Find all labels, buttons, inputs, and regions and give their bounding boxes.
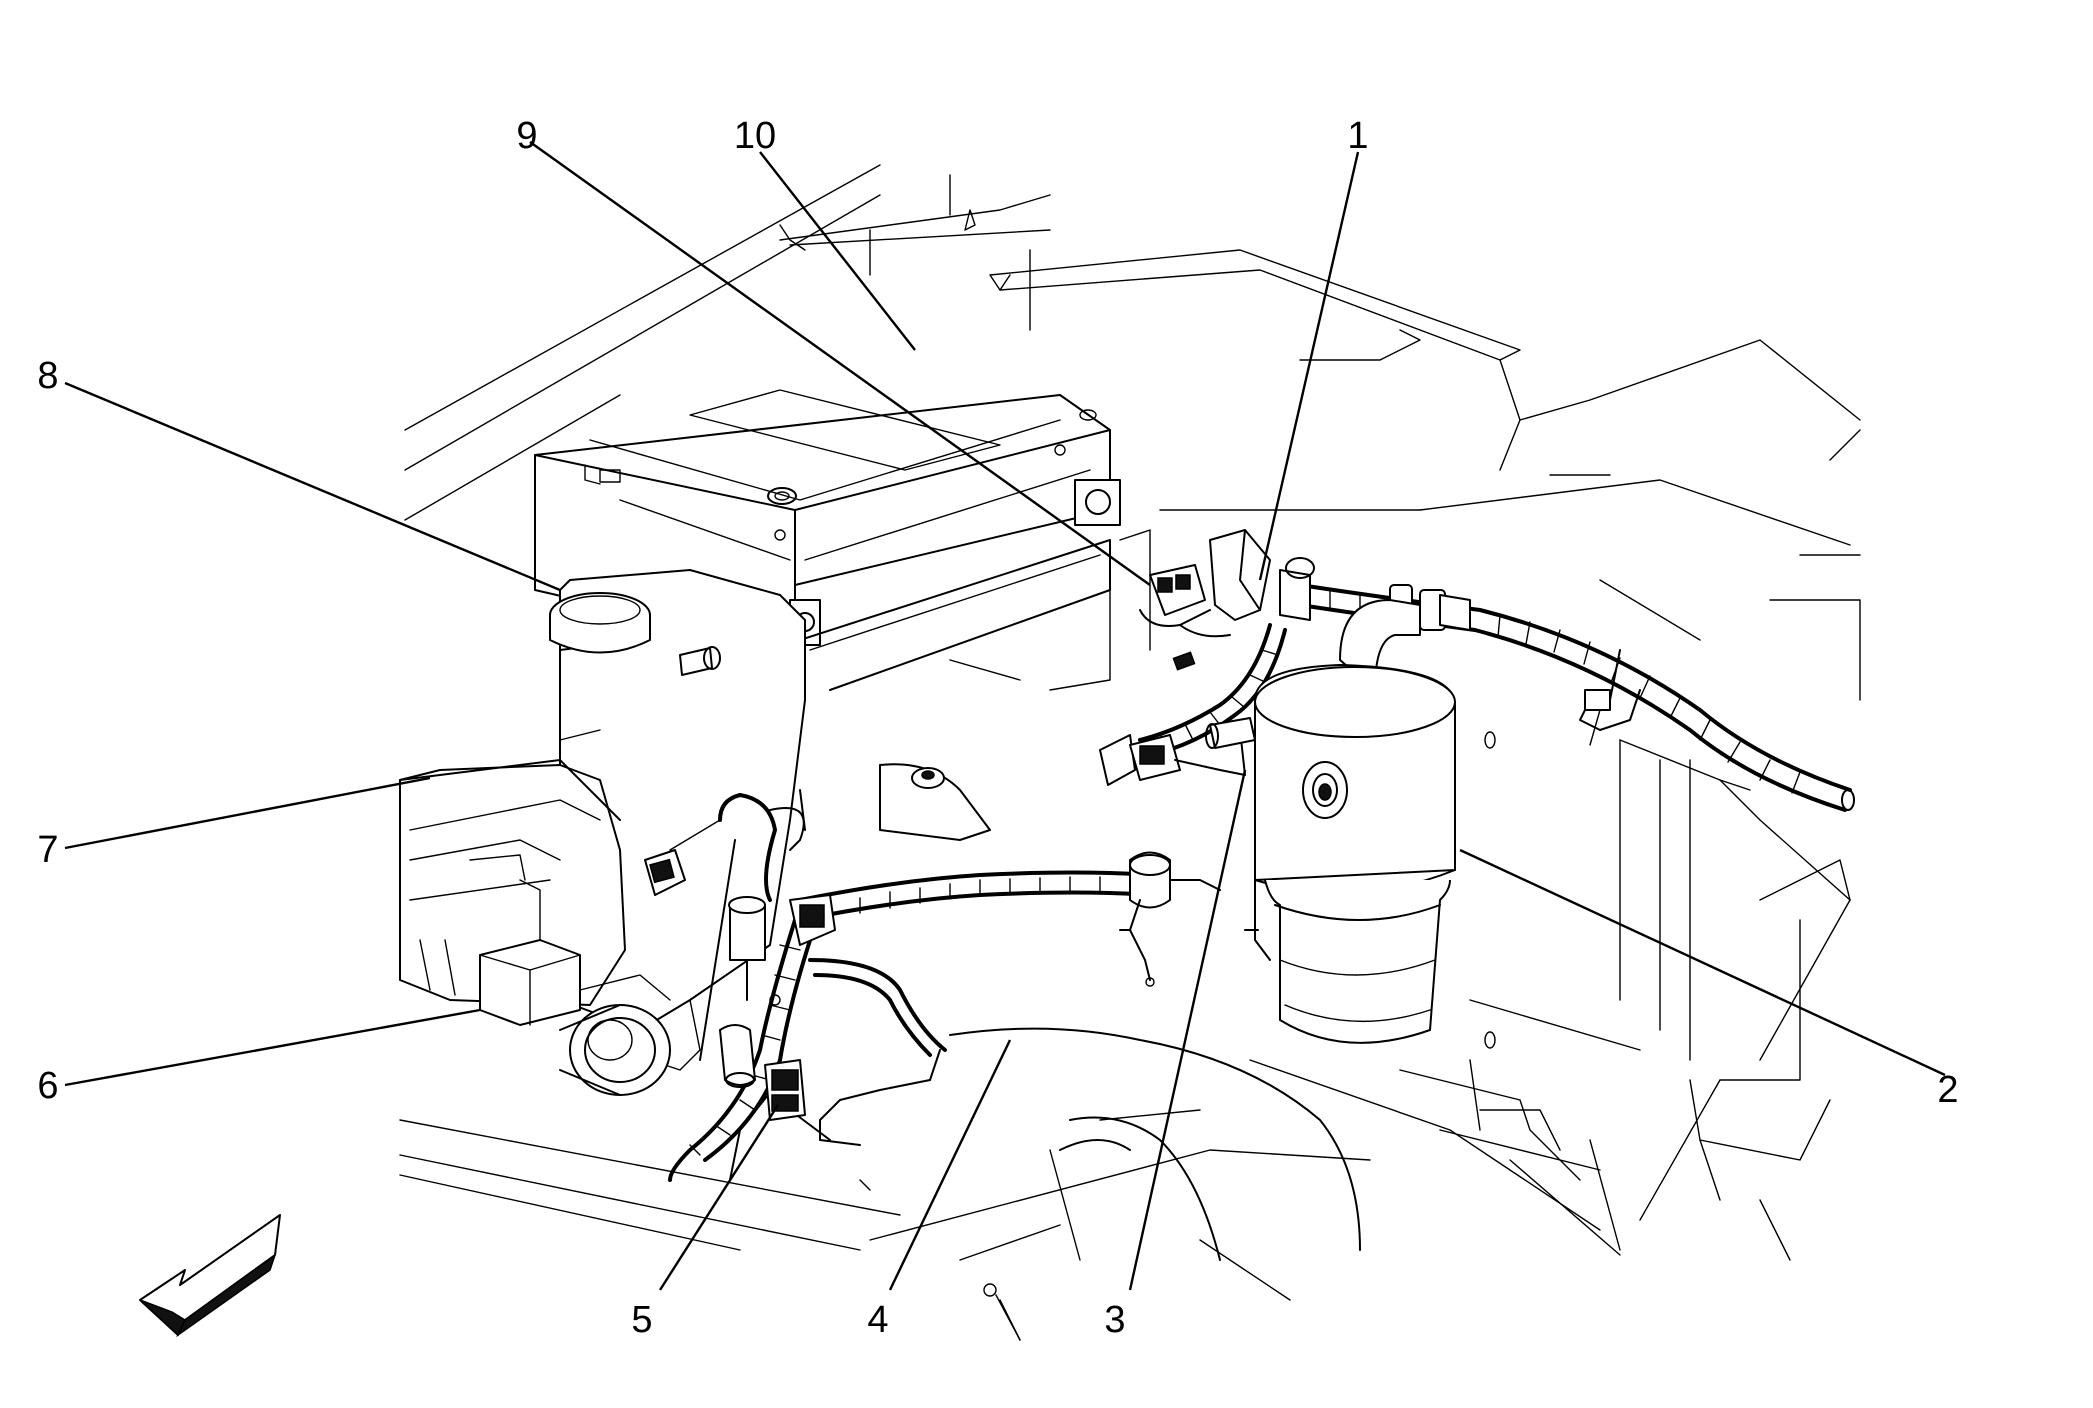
leader-2 xyxy=(1459,848,1946,1077)
front-direction-arrow-icon xyxy=(139,1214,281,1338)
callout-4: 4 xyxy=(867,1299,888,1341)
leader-9 xyxy=(529,141,1151,586)
leader-4 xyxy=(888,1039,1012,1291)
leader-6 xyxy=(64,1008,481,1087)
callout-1: 1 xyxy=(1347,115,1368,157)
callout-10: 10 xyxy=(734,115,776,157)
callout-5: 5 xyxy=(631,1299,652,1341)
leader-lines xyxy=(64,141,1946,1291)
ac-lines xyxy=(1099,529,1855,812)
callout-7: 7 xyxy=(37,829,58,871)
callout-8: 8 xyxy=(37,355,58,397)
callout-3: 3 xyxy=(1104,1299,1125,1341)
body-panels xyxy=(399,164,1861,1341)
callout-labels: 1 2 3 4 5 6 7 8 9 10 xyxy=(37,115,1958,1341)
leader-7 xyxy=(64,776,431,850)
leader-8 xyxy=(64,381,561,592)
air-cleaner-housing xyxy=(399,759,671,1096)
callout-6: 6 xyxy=(37,1065,58,1107)
callout-2: 2 xyxy=(1937,1069,1958,1111)
ac-accumulator xyxy=(1244,599,1456,1044)
leader-1 xyxy=(1258,151,1360,581)
leader-10 xyxy=(759,151,916,351)
leader-5 xyxy=(658,1104,780,1291)
callout-9: 9 xyxy=(516,115,537,157)
harness-connectors xyxy=(644,763,1221,1121)
fan-shroud xyxy=(949,1027,1361,1261)
leader-3 xyxy=(1128,769,1247,1291)
